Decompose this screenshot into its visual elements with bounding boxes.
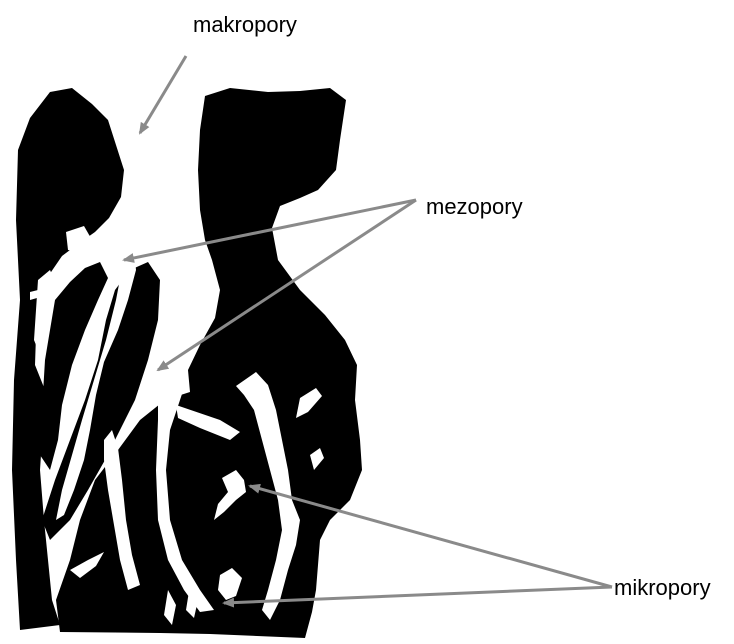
label-macropores: makropory (193, 12, 297, 37)
arrow-macropores (140, 56, 186, 133)
label-mesopores: mezopory (426, 194, 523, 219)
label-micropores: mikropory (614, 575, 711, 600)
